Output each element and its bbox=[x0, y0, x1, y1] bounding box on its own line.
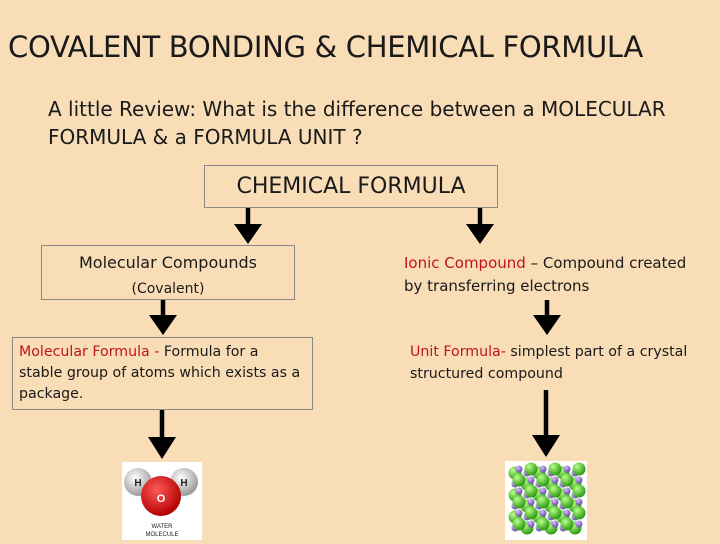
chloride-ion bbox=[536, 495, 550, 509]
chloride-ion bbox=[536, 517, 550, 531]
sodium-ion bbox=[575, 476, 583, 484]
chloride-ion bbox=[548, 484, 562, 498]
chloride-ion bbox=[536, 473, 550, 487]
arrow-to-molecular-head bbox=[234, 224, 262, 244]
sodium-ion bbox=[575, 520, 583, 528]
sodium-ion bbox=[515, 465, 523, 473]
molecular-compounds-node: Molecular Compounds (Covalent) bbox=[41, 245, 295, 300]
water-caption-line1: WATER bbox=[152, 524, 174, 530]
oxygen-atom bbox=[141, 476, 181, 516]
chloride-ion bbox=[560, 517, 574, 531]
chloride-ion bbox=[560, 473, 574, 487]
chloride-ion bbox=[524, 484, 538, 498]
arrow-to-crystal-image-head bbox=[532, 435, 560, 457]
unit-formula-term: Unit Formula bbox=[410, 344, 501, 360]
chloride-ion bbox=[572, 484, 586, 498]
ionic-dash: – bbox=[525, 254, 543, 272]
water-caption-line2: MOLECULE bbox=[145, 532, 178, 538]
sodium-ion bbox=[563, 465, 571, 473]
sodium-ion bbox=[551, 498, 559, 506]
arrow-to-water-image-head bbox=[148, 437, 176, 459]
sodium-ion bbox=[539, 487, 547, 495]
crystal-lattice-image bbox=[505, 461, 587, 540]
covalent-label: (Covalent) bbox=[131, 281, 205, 297]
sodium-ion bbox=[539, 465, 547, 473]
chloride-ion bbox=[512, 473, 526, 487]
ionic-compound-term: Ionic Compound bbox=[404, 254, 526, 272]
sodium-ion bbox=[527, 498, 535, 506]
water-molecule-image: H H O WATER MOLECULE bbox=[122, 462, 202, 540]
chloride-ion bbox=[524, 462, 538, 476]
sodium-ion bbox=[551, 520, 559, 528]
chemical-formula-node: CHEMICAL FORMULA bbox=[204, 165, 498, 208]
molecular-formula-term: Molecular Formula bbox=[19, 344, 150, 360]
chloride-ion bbox=[512, 517, 526, 531]
molecular-formula-node: Molecular Formula - Formula for a stable… bbox=[12, 337, 313, 410]
hydrogen-label-left: H bbox=[134, 478, 141, 489]
chloride-ion bbox=[524, 506, 538, 520]
chloride-ion bbox=[572, 462, 586, 476]
arrow-to-molecular-formula-head bbox=[149, 315, 177, 335]
chloride-ion bbox=[560, 495, 574, 509]
sodium-ion bbox=[563, 509, 571, 517]
arrow-to-unit-formula-head bbox=[533, 315, 561, 335]
sodium-ion bbox=[551, 476, 559, 484]
oxygen-label: O bbox=[157, 493, 166, 505]
sodium-ion bbox=[527, 520, 535, 528]
sodium-ion bbox=[575, 498, 583, 506]
chloride-ion bbox=[572, 506, 586, 520]
arrow-to-ionic-head bbox=[466, 224, 494, 244]
molecular-formula-definition: Formula for a stable group of atoms whic… bbox=[19, 344, 301, 402]
sodium-ion bbox=[539, 509, 547, 517]
unit-formula-node: Unit Formula- simplest part of a crystal… bbox=[410, 341, 690, 385]
sodium-ion bbox=[527, 476, 535, 484]
chloride-ion bbox=[548, 506, 562, 520]
ionic-compound-description: Compound created by transferring electro… bbox=[404, 254, 687, 295]
slide-title: COVALENT BONDING & CHEMICAL FORMULA bbox=[8, 30, 643, 64]
chemical-formula-label: CHEMICAL FORMULA bbox=[236, 174, 466, 199]
sodium-ion bbox=[515, 487, 523, 495]
chloride-ion bbox=[512, 495, 526, 509]
chloride-ion bbox=[548, 462, 562, 476]
hydrogen-label-right: H bbox=[180, 478, 187, 489]
sodium-ion bbox=[563, 487, 571, 495]
sodium-ion bbox=[515, 509, 523, 517]
unit-formula-sep: - bbox=[500, 344, 511, 360]
review-question: A little Review: What is the difference … bbox=[48, 97, 666, 149]
molecular-compounds-label: Molecular Compounds bbox=[79, 253, 257, 272]
unit-formula-definition: simplest part of a crystal structured co… bbox=[410, 344, 688, 382]
molecular-formula-sep: - bbox=[149, 344, 164, 360]
ionic-compound-node: Ionic Compound – Compound created by tra… bbox=[404, 252, 704, 298]
